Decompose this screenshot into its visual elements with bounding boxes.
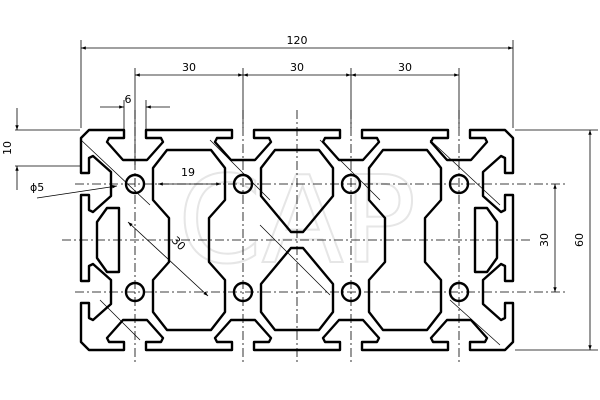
core-hole — [340, 173, 362, 195]
hatch-line — [80, 139, 151, 206]
hatch-line — [449, 299, 501, 346]
center-cavity-top — [259, 148, 335, 234]
hatch-line — [259, 224, 331, 296]
profile-section — [79, 128, 515, 352]
dim-overall-height: 60 — [573, 233, 586, 247]
end-cavity — [473, 206, 499, 274]
end-cavity — [95, 206, 121, 274]
center-cavity-bottom — [259, 246, 335, 332]
dim-pitch-1: 30 — [182, 61, 196, 74]
profile-cavities — [95, 148, 499, 332]
core-hole — [232, 281, 254, 303]
hatch-line — [429, 139, 501, 206]
dim-pitch-2: 30 — [290, 61, 304, 74]
dim-vertical-pitch: 30 — [538, 233, 551, 247]
dim-web-gap: 19 — [181, 166, 195, 179]
hatch-line — [99, 299, 141, 341]
core-hole — [448, 173, 470, 195]
core-holes — [124, 173, 470, 303]
dimension-labels: 120 30 30 30 6 10 ϕ5 19 30 30 60 — [1, 34, 586, 253]
hatch-line — [209, 139, 271, 201]
section-hatching — [80, 139, 501, 346]
core-hole — [232, 173, 254, 195]
profile-outline — [79, 128, 515, 352]
dim-lip-height: 10 — [1, 141, 14, 155]
core-hole — [448, 281, 470, 303]
dim-slot-width: 6 — [125, 93, 132, 106]
dim-overall-width: 120 — [287, 34, 308, 47]
dim-hole-diameter: ϕ5 — [30, 181, 44, 194]
core-hole — [340, 281, 362, 303]
side-cavity — [151, 148, 227, 332]
dim-pitch-3: 30 — [398, 61, 412, 74]
hatch-line — [319, 139, 381, 201]
side-cavity — [367, 148, 443, 332]
dimension-lines — [15, 40, 598, 351]
core-hole — [124, 173, 146, 195]
